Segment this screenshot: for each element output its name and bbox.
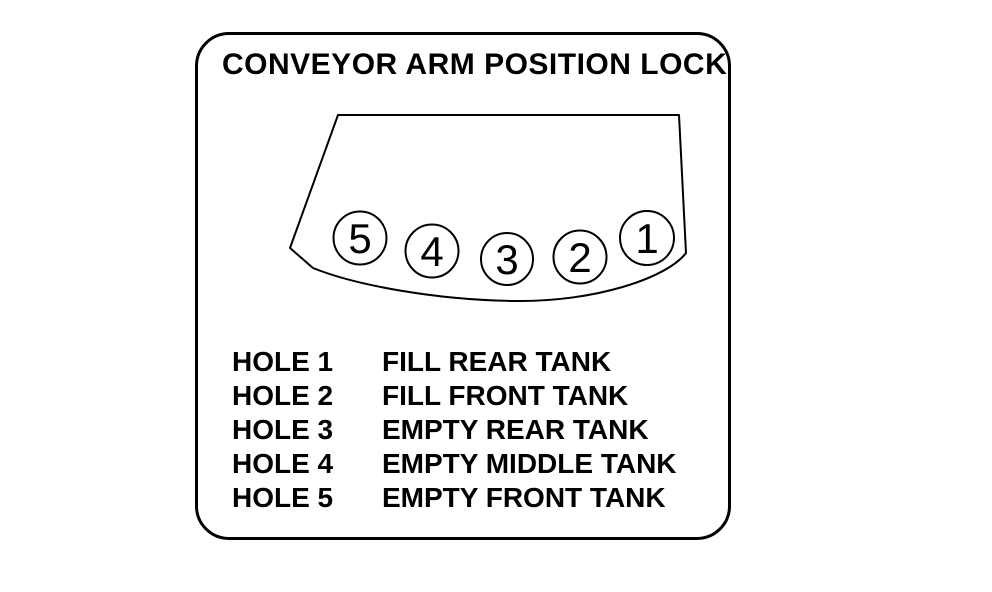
legend-row: HOLE 2 FILL FRONT TANK — [232, 379, 677, 413]
legend-function-label: FILL FRONT TANK — [382, 380, 629, 411]
legend-function-label: FILL REAR TANK — [382, 346, 612, 377]
legend-hole-label: HOLE 1 — [232, 346, 334, 377]
legend-function-label: EMPTY REAR TANK — [382, 414, 649, 445]
hole-5-circle — [332, 210, 388, 266]
legend-hole-label: HOLE 2 — [232, 380, 334, 411]
legend-row: HOLE 4 EMPTY MIDDLE TANK — [232, 447, 677, 481]
hole-4-circle — [404, 223, 460, 279]
legend-function-label: EMPTY MIDDLE TANK — [382, 448, 677, 479]
hole-4: 4 — [404, 223, 460, 279]
panel-title: CONVEYOR ARM POSITION LOCK — [222, 48, 728, 81]
hole-2: 2 — [552, 229, 608, 285]
hole-3-number: 3 — [495, 236, 518, 283]
hole-5-number: 5 — [348, 215, 371, 262]
hole-3: 3 — [480, 232, 534, 286]
hole-1-number: 1 — [635, 215, 658, 262]
hole-5: 5 — [332, 210, 388, 266]
legend-hole-label: HOLE 4 — [232, 448, 334, 479]
lock-plate-outline — [289, 114, 687, 303]
hole-function-legend: HOLE 1 FILL REAR TANK HOLE 2 FILL FRONT … — [232, 345, 677, 515]
legend-function-label: EMPTY FRONT TANK — [382, 482, 666, 513]
legend-hole-label: HOLE 3 — [232, 414, 334, 445]
legend-hole-label: HOLE 5 — [232, 482, 334, 513]
hole-2-circle — [552, 229, 608, 285]
legend-row: HOLE 3 EMPTY REAR TANK — [232, 413, 677, 447]
legend-row: HOLE 5 EMPTY FRONT TANK — [232, 481, 677, 515]
hole-1-circle — [619, 210, 675, 266]
legend-row: HOLE 1 FILL REAR TANK — [232, 345, 677, 379]
conveyor-arm-diagram: 5 4 3 2 1 — [289, 114, 687, 303]
hole-2-number: 2 — [568, 234, 591, 281]
hole-1: 1 — [619, 210, 675, 266]
hole-4-number: 4 — [420, 228, 443, 275]
conveyor-lock-label-panel: CONVEYOR ARM POSITION LOCK 5 4 3 2 1 — [195, 32, 731, 540]
hole-3-circle — [480, 232, 534, 286]
